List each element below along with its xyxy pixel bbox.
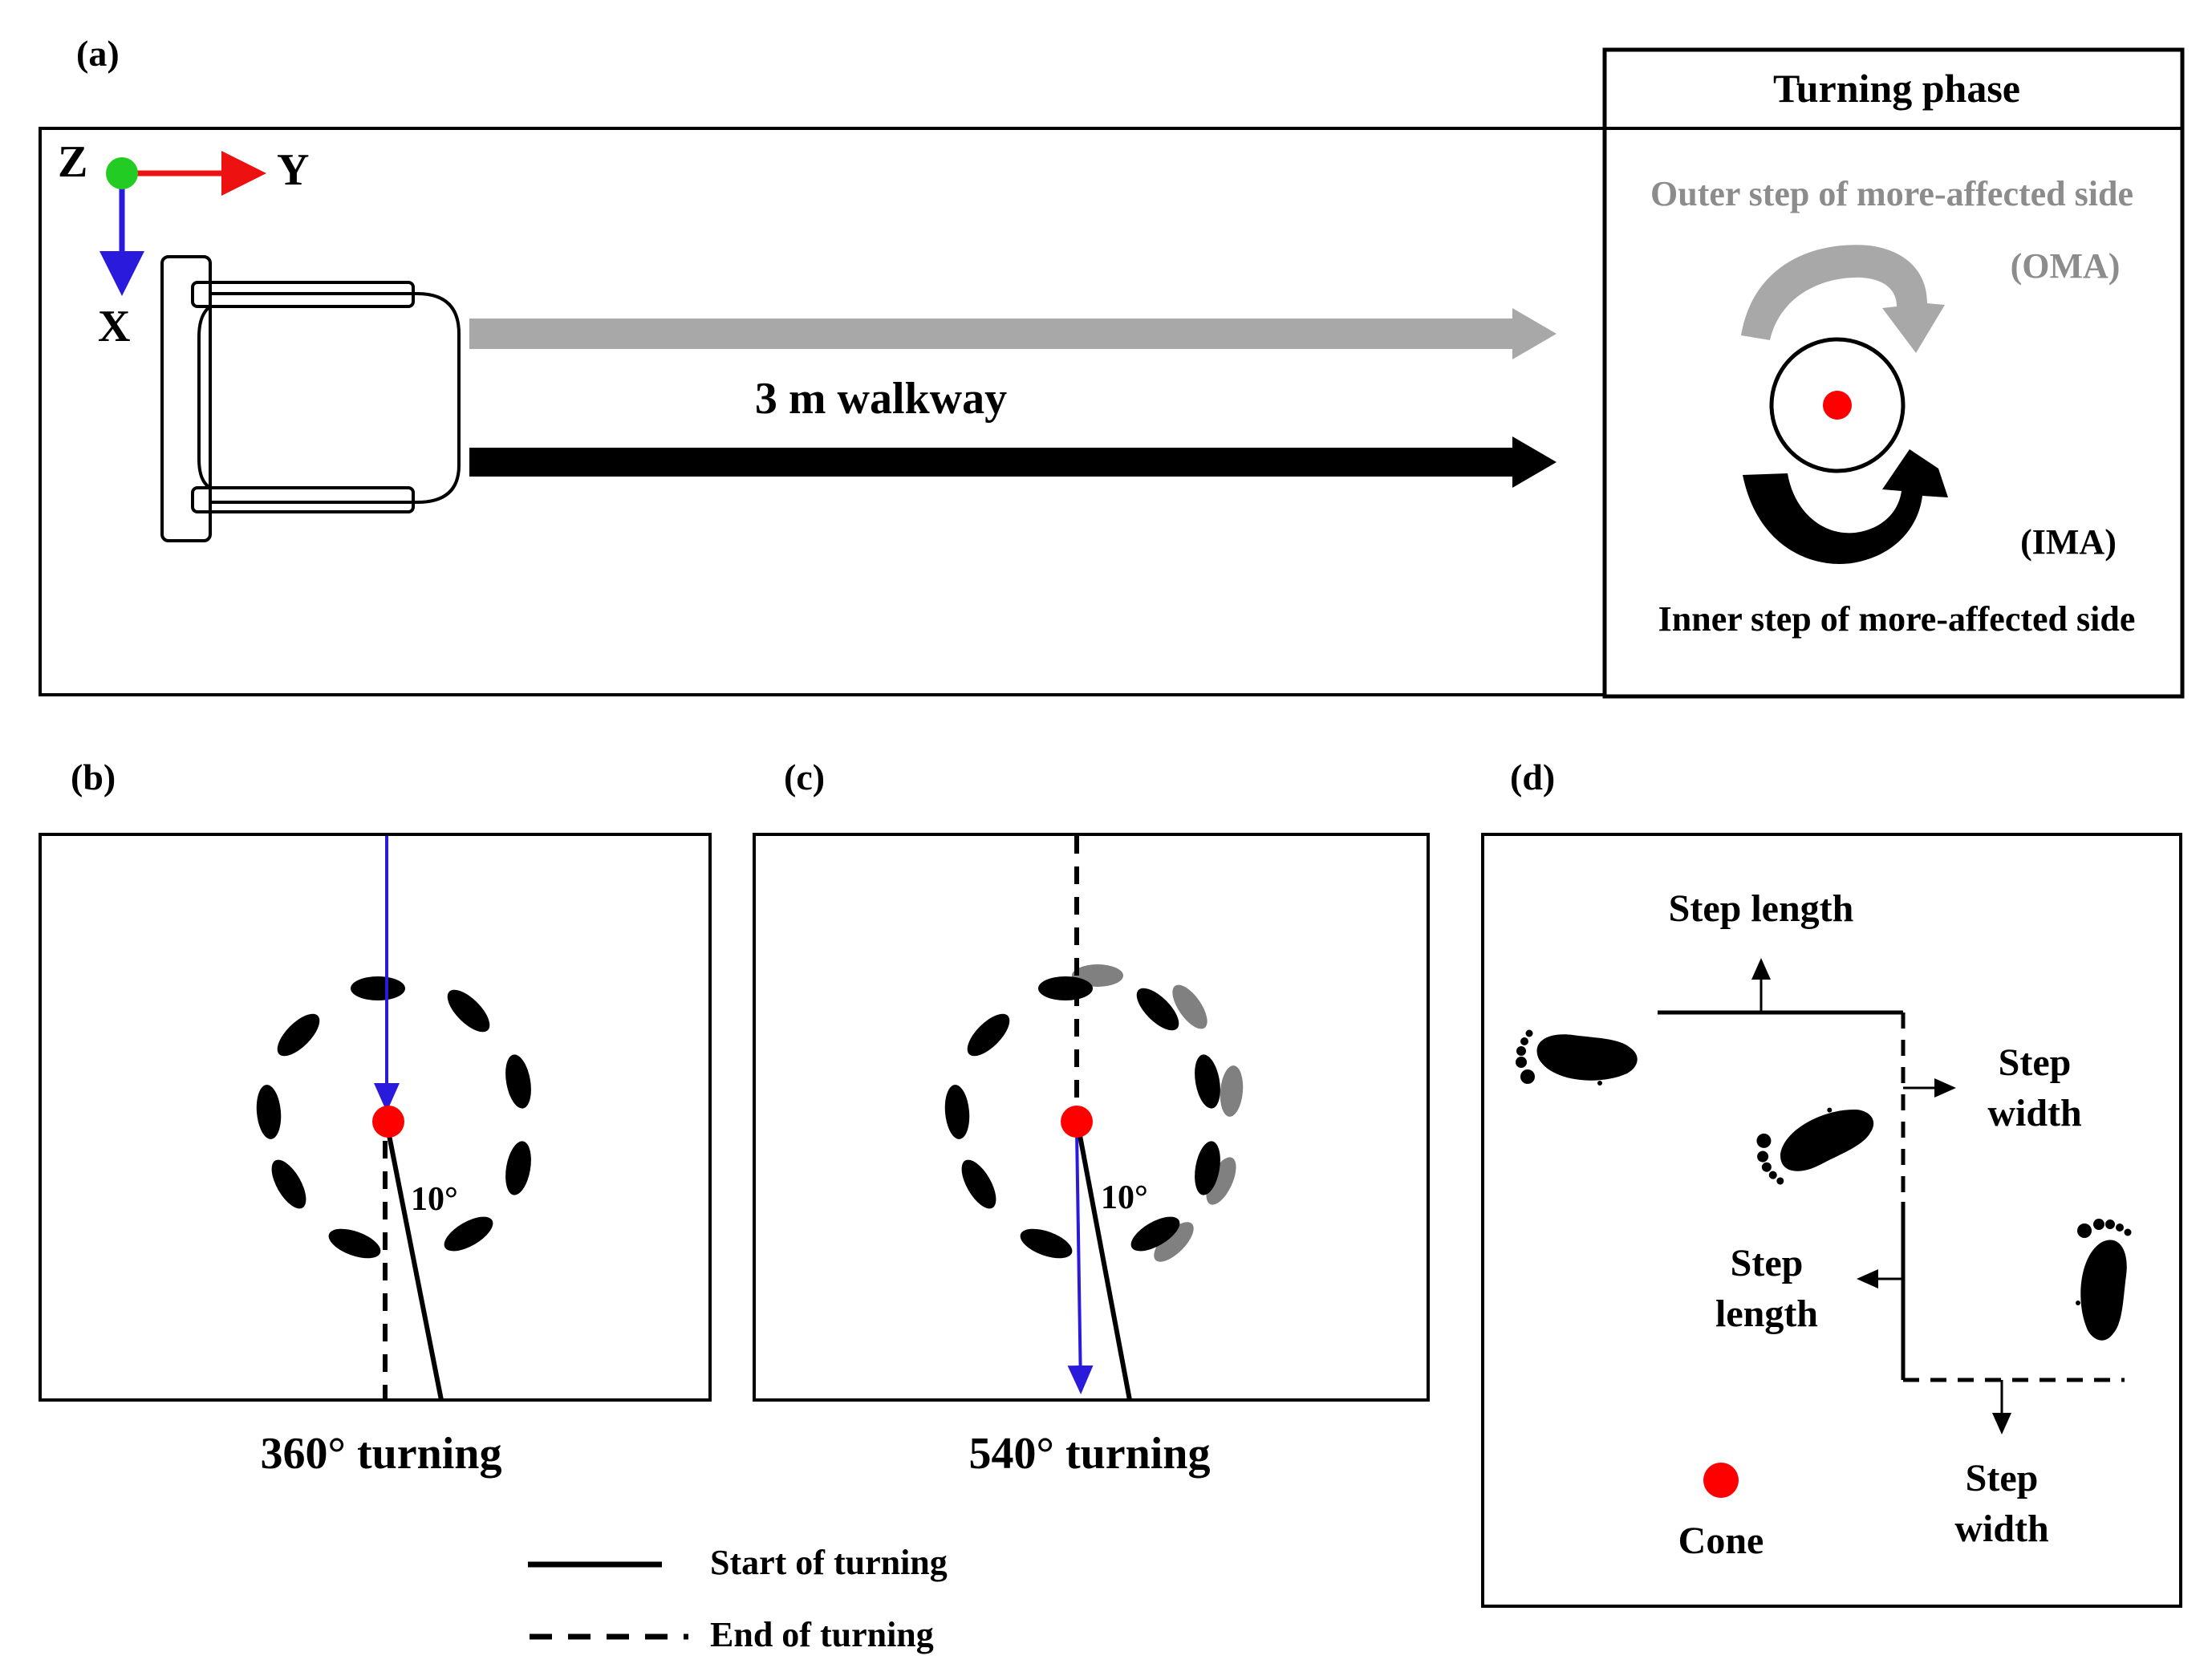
panel-c-label: (c) xyxy=(784,757,825,797)
inner-step-label: Inner step of more-affected side xyxy=(1658,599,2136,639)
start-of-turning-line xyxy=(386,1130,444,1401)
footprint-icon xyxy=(1749,1094,1883,1190)
coordinate-axes: Z Y X xyxy=(58,137,309,351)
walker-frame-icon xyxy=(160,255,461,542)
trajectory-out-arrow xyxy=(1067,1130,1094,1394)
panel-c-frame xyxy=(753,833,1430,1402)
inner-turn-arrow xyxy=(1743,449,1948,564)
legend-end-label: End of turning xyxy=(710,1615,934,1654)
line-legend: Start of turning End of turning xyxy=(528,1543,948,1654)
footstep-ring xyxy=(944,964,1244,1262)
cone-marker-icon xyxy=(372,1106,404,1138)
return-walk-arrow xyxy=(469,436,1557,488)
footprint-icon xyxy=(2076,1219,2132,1341)
panel-c-caption: 540° turning xyxy=(969,1429,1211,1479)
turning-phase-box xyxy=(1602,47,2185,699)
outer-turn-arrow xyxy=(1741,245,1945,353)
panel-c: (c) xyxy=(753,757,1430,1479)
step-width-right-label: Step xyxy=(1999,1041,2072,1084)
panel-b-label: (b) xyxy=(71,757,116,797)
panel-b-frame xyxy=(39,833,712,1402)
panel-b: (b) 10° 360° turning xyxy=(39,757,712,1479)
step-length-mid-label: Step xyxy=(1731,1242,1804,1284)
outer-step-label: Outer step of more-affected side xyxy=(1650,174,2133,213)
cone-label: Cone xyxy=(1678,1520,1764,1562)
cone-marker-icon xyxy=(1061,1106,1093,1138)
legend-start-label: Start of turning xyxy=(710,1543,948,1582)
x-axis-label: X xyxy=(98,302,130,351)
ima-label: (IMA) xyxy=(2020,522,2117,562)
step-width-right-label: width xyxy=(1987,1092,2081,1134)
cone-marker-icon xyxy=(1703,1463,1739,1498)
step-length-top-label: Step length xyxy=(1669,887,1854,930)
step-width-bottom-label: width xyxy=(1954,1508,2048,1550)
y-axis-label: Y xyxy=(277,145,309,195)
z-axis-dot xyxy=(106,157,138,189)
walkway-label: 3 m walkway xyxy=(755,374,1007,424)
turning-phase-title: Turning phase xyxy=(1773,66,2020,111)
step-length-mid-label: length xyxy=(1715,1292,1818,1335)
footstep-ring xyxy=(256,976,531,1259)
angle-label: 10° xyxy=(411,1181,458,1218)
footprint-icon xyxy=(1516,1029,1638,1086)
step-width-bottom-label: Step xyxy=(1966,1457,2039,1499)
panel-a-label: (a) xyxy=(76,33,120,74)
panel-d-label: (d) xyxy=(1510,757,1555,797)
z-axis-label: Z xyxy=(58,137,87,187)
panel-d: (d) Step length Step width Step length S… xyxy=(1481,757,2182,1608)
oma-label: (OMA) xyxy=(2011,246,2121,286)
start-of-turning-line xyxy=(1077,1130,1132,1401)
cone-marker-icon xyxy=(1823,391,1852,420)
panel-a: (a) Z Y X 3 m walkwa xyxy=(39,33,2185,699)
turning-circle xyxy=(1769,337,1906,473)
outward-walk-arrow xyxy=(469,308,1557,359)
panel-b-caption: 360° turning xyxy=(261,1429,502,1479)
panel-d-frame xyxy=(1481,833,2182,1608)
angle-label: 10° xyxy=(1101,1179,1148,1216)
